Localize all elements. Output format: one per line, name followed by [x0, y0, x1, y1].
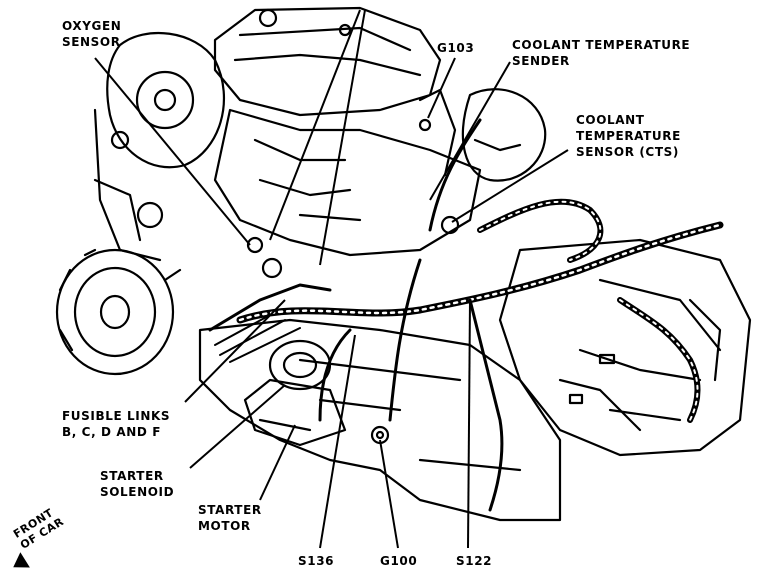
transaxle: [498, 238, 752, 457]
label-line: G100: [380, 554, 418, 568]
leader-g100: [379, 439, 399, 549]
label-s136: S136: [298, 553, 334, 569]
thermostat-housing: [461, 88, 547, 182]
label-starter-solenoid: STARTER SOLENOID: [100, 468, 174, 500]
starter-motor: [243, 378, 347, 447]
label-coolant-temperature-sensor: COOLANT TEMPERATURE SENSOR (CTS): [576, 112, 681, 160]
leader-top-b: [319, 9, 366, 266]
label-line: S136: [298, 554, 335, 568]
intake-manifold: [213, 108, 482, 257]
label-coolant-temperature-sender: COOLANT TEMPERATURE SENDER: [512, 37, 690, 69]
starter-solenoid: [268, 339, 332, 391]
front-pulley: [106, 31, 225, 169]
label-line: S122: [456, 554, 493, 568]
upper-wire-harness: [477, 198, 604, 263]
label-g103: G103: [437, 40, 474, 56]
label-line: SENSOR: [62, 35, 121, 49]
label-line: G103: [437, 41, 475, 55]
label-line: STARTER: [100, 469, 164, 483]
engine-lower-block: [198, 318, 562, 522]
leader-starter-motor: [259, 424, 296, 501]
label-g100: G100: [380, 553, 417, 569]
label-line: MOTOR: [198, 519, 251, 533]
label-line: SENSOR (CTS): [576, 145, 679, 159]
leader-top-a: [269, 9, 361, 241]
main-wire-harness: [236, 221, 724, 324]
label-line: B, C, D AND F: [62, 425, 162, 439]
leader-starter-solenoid: [189, 384, 286, 469]
label-starter-motor: STARTER MOTOR: [198, 502, 262, 534]
label-oxygen-sensor: OXYGEN SENSOR: [62, 18, 121, 50]
right-wire-harness: [617, 297, 701, 423]
label-line: OXYGEN: [62, 19, 122, 33]
label-s122: S122: [456, 553, 492, 569]
leader-fusible-links: [184, 299, 286, 403]
label-line: TEMPERATURE: [576, 129, 681, 143]
label-line: SENDER: [512, 54, 570, 68]
label-fusible-links: FUSIBLE LINKS B, C, D AND F: [62, 408, 170, 440]
label-line: COOLANT TEMPERATURE: [512, 38, 691, 52]
valve-cover: [213, 6, 442, 117]
leader-s136: [319, 334, 356, 549]
leader-cts: [451, 149, 569, 223]
leader-s122: [467, 299, 471, 549]
label-line: SOLENOID: [100, 485, 175, 499]
leader-coolant-sender: [429, 61, 511, 201]
label-line: STARTER: [198, 503, 262, 517]
label-line: COOLANT: [576, 113, 645, 127]
ac-compressor: [55, 248, 175, 376]
label-line: FUSIBLE LINKS: [62, 409, 171, 423]
leader-g103: [427, 57, 456, 119]
leader-oxygen-sensor: [94, 57, 251, 246]
